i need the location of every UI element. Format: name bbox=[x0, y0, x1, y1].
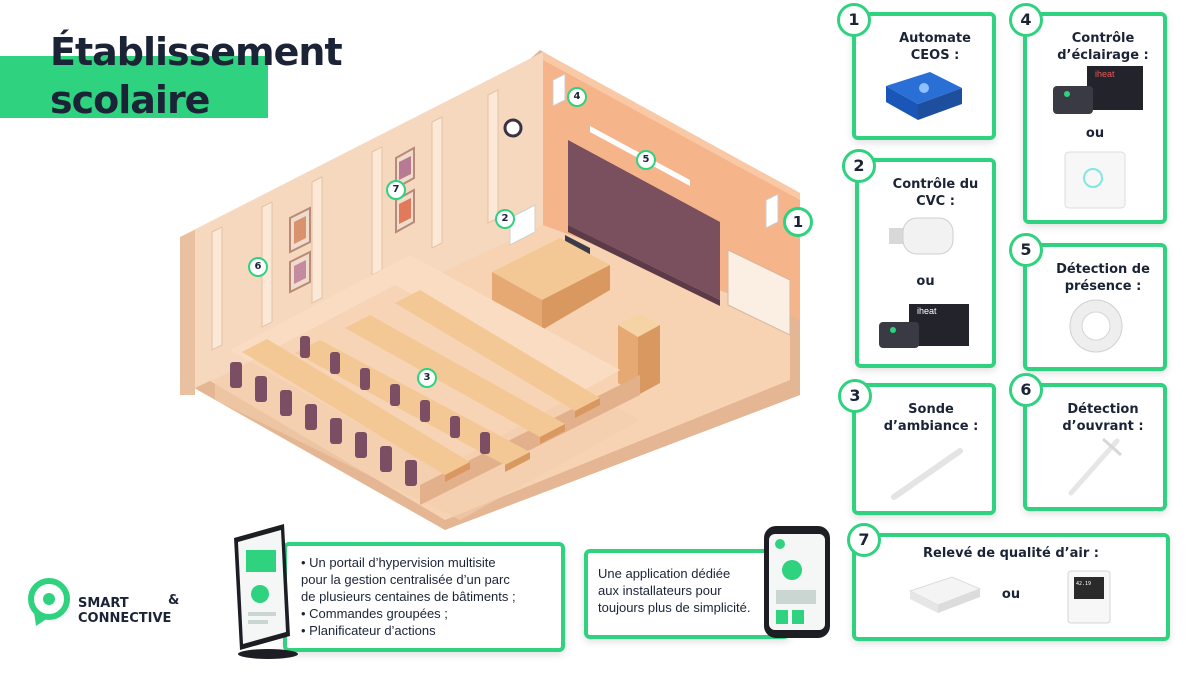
teacher-desk-front bbox=[492, 272, 542, 330]
tablet-dashboard-illustration bbox=[234, 524, 298, 659]
room-marker-1: 1 bbox=[783, 207, 813, 237]
app-description: Une application dédiée aux installateurs… bbox=[598, 565, 750, 616]
heatit-module-image: iheat bbox=[1053, 66, 1143, 114]
thermostatic-head-image bbox=[889, 217, 954, 255]
student-desks bbox=[242, 290, 600, 482]
logo-text-connective: CONNECTIVE bbox=[78, 611, 172, 626]
card-1-number: 1 bbox=[837, 3, 871, 37]
teacher-desk-side bbox=[542, 265, 610, 330]
logo-ampersand: & bbox=[168, 593, 180, 608]
card-3-number: 3 bbox=[838, 379, 872, 413]
page-title: Établissement scolaire bbox=[50, 28, 343, 124]
smartphone-app-illustration bbox=[764, 526, 830, 638]
air-quality-display-image bbox=[1067, 570, 1111, 624]
lectern-top bbox=[618, 313, 660, 337]
card-3-title: Sonde d’ambiance : bbox=[883, 402, 979, 434]
card-7-or: ou bbox=[1001, 587, 1021, 602]
card-6-title: Détection d’ouvrant : bbox=[1062, 402, 1144, 434]
chalkboard-ledge bbox=[568, 225, 720, 306]
card-opening-detection: Détection d’ouvrant : bbox=[1023, 383, 1167, 511]
heatit-relay-image: iheat bbox=[879, 304, 969, 348]
card-5-number: 5 bbox=[1009, 233, 1043, 267]
portal-info-box: • Un portail d’hypervision multisite pou… bbox=[283, 542, 565, 652]
card-4-number: 4 bbox=[1009, 3, 1043, 37]
ambient-probe-image bbox=[891, 448, 963, 500]
wall-pictures bbox=[289, 146, 415, 294]
card-presence-detection: Détection de présence : bbox=[1023, 243, 1167, 371]
title-highlight-bar bbox=[0, 56, 268, 118]
card-2-or: ou bbox=[916, 274, 935, 289]
opening-sensor-image bbox=[1068, 437, 1122, 496]
touch-switch-image bbox=[1064, 151, 1126, 209]
room-marker-3: 3 bbox=[417, 368, 437, 388]
portal-description: • Un portail d’hypervision multisite pou… bbox=[301, 554, 516, 639]
air-quality-box-image bbox=[908, 576, 982, 613]
card-4-title: Contrôle d’éclairage : bbox=[1057, 31, 1149, 63]
ceos-controller-image bbox=[886, 72, 962, 120]
portal-line-1: • Un portail d’hypervision multisite bbox=[301, 555, 496, 570]
projection-screen bbox=[727, 249, 791, 336]
logo-text-smart: SMART bbox=[78, 596, 129, 611]
smart-connective-logo-icon bbox=[28, 578, 70, 626]
room-marker-6: 6 bbox=[248, 257, 268, 277]
classroom-illustration bbox=[180, 50, 800, 530]
card-7-title: Relevé de qualité d’air : bbox=[923, 546, 1099, 561]
app-line-2: aux installateurs pour bbox=[598, 583, 722, 598]
ceos-wall-device bbox=[765, 193, 779, 229]
portal-line-2: pour la gestion centralisée d’un parc bbox=[301, 572, 510, 587]
room-marker-5: 5 bbox=[636, 150, 656, 170]
student-chairs bbox=[230, 336, 490, 486]
left-wall-edge bbox=[180, 230, 195, 395]
card-7-number: 7 bbox=[847, 523, 881, 557]
room-marker-2: 2 bbox=[495, 209, 515, 229]
app-line-1: Une application dédiée bbox=[598, 566, 731, 581]
radiator bbox=[509, 204, 536, 246]
chalkboard bbox=[568, 140, 720, 300]
back-wall bbox=[543, 52, 800, 320]
card-2-title: Contrôle du CVC : bbox=[892, 177, 979, 209]
card-ceos-controller: Automate CEOS : bbox=[852, 12, 996, 140]
card-ambient-probe: Sonde d’ambiance : bbox=[852, 383, 996, 515]
app-info-box: Une application dédiée aux installateurs… bbox=[584, 549, 790, 639]
lectern-side bbox=[638, 325, 660, 395]
room-marker-7: 7 bbox=[386, 180, 406, 200]
card-air-quality: Relevé de qualité d’air : ou 42.19 bbox=[852, 533, 1170, 641]
card-5-title: Détection de présence : bbox=[1056, 262, 1150, 294]
card-2-number: 2 bbox=[842, 149, 876, 183]
portal-line-3: de plusieurs centaines de bâtiments ; bbox=[301, 589, 516, 604]
light-switch-device bbox=[552, 73, 566, 107]
svg-text:iheat: iheat bbox=[917, 306, 937, 316]
card-6-number: 6 bbox=[1009, 373, 1043, 407]
room-marker-4: 4 bbox=[567, 87, 587, 107]
card-4-or: ou bbox=[1085, 126, 1105, 141]
lectern-front bbox=[618, 325, 638, 395]
back-wall-top bbox=[543, 52, 800, 200]
card-lighting-control: Contrôle d’éclairage : iheat ou bbox=[1023, 12, 1167, 224]
svg-text:iheat: iheat bbox=[1095, 69, 1115, 79]
portal-line-5: • Planificateur d’actions bbox=[301, 623, 436, 638]
presence-sensor-image bbox=[1069, 299, 1123, 353]
card-1-title: Automate CEOS : bbox=[899, 31, 971, 63]
teacher-desk-top bbox=[492, 238, 610, 300]
title-line-2: scolaire bbox=[50, 78, 210, 122]
wall-clock bbox=[503, 118, 523, 138]
title-line-1: Établissement bbox=[50, 30, 343, 74]
air-quality-display-value: 42.19 bbox=[1076, 581, 1092, 587]
app-line-3: toujours plus de simplicité. bbox=[598, 600, 751, 615]
portal-line-4: • Commandes groupées ; bbox=[301, 606, 448, 621]
card-hvac-control: Contrôle du CVC : ou iheat bbox=[855, 158, 996, 368]
